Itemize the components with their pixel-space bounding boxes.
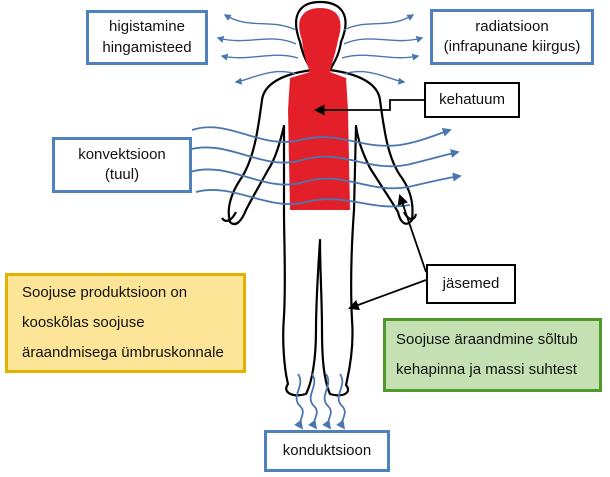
convection-line-2: (tuul) bbox=[104, 166, 140, 183]
heat-production-box: Soojuse produktsioon on kooskõlas soojuse… bbox=[5, 273, 246, 373]
convection-line-1: konvektsioon bbox=[78, 145, 166, 163]
breathing-line-1: higistamine bbox=[109, 18, 185, 36]
breathing-line-2: hingamisteed bbox=[102, 38, 192, 56]
convection-arrows bbox=[187, 126, 462, 208]
heat-production-line-2: kooskõlas soojuse bbox=[22, 314, 145, 331]
radiation-box: radiatsioon (infrapunane kiirgus) bbox=[430, 9, 594, 65]
limbs-label: jäsemed bbox=[442, 274, 500, 292]
human-body-outline bbox=[221, 0, 418, 397]
pointer-arrows bbox=[313, 99, 427, 311]
heat-production-line-3: äraandmisega ümbruskonnale bbox=[22, 344, 224, 361]
heat-production-line-1: Soojuse produktsioon on bbox=[22, 284, 188, 301]
breathing-box: higistamine hingamisteed bbox=[86, 10, 208, 65]
conduction-label: konduktsioon bbox=[282, 441, 372, 459]
radiation-line-2: (infrapunane kiirgus) bbox=[443, 38, 581, 55]
core-label-box: kehatuum bbox=[424, 82, 520, 118]
radiation-line-1: radiatsioon bbox=[475, 17, 549, 35]
heat-loss-box: Soojuse äraandmine sõltub kehapinna ja ma… bbox=[383, 318, 602, 392]
breathing-arrows bbox=[216, 14, 299, 85]
heat-loss-line-2: kehapinna ja massi suhtest bbox=[396, 361, 577, 378]
heat-loss-line-1: Soojuse äraandmine sõltub bbox=[396, 331, 578, 348]
radiation-arrows bbox=[341, 14, 424, 85]
limbs-label-box: jäsemed bbox=[426, 264, 516, 304]
conduction-box: konduktsioon bbox=[264, 430, 390, 472]
conduction-arrows bbox=[294, 373, 346, 430]
convection-box: konvektsioon (tuul) bbox=[52, 137, 192, 193]
core-label: kehatuum bbox=[439, 90, 505, 108]
